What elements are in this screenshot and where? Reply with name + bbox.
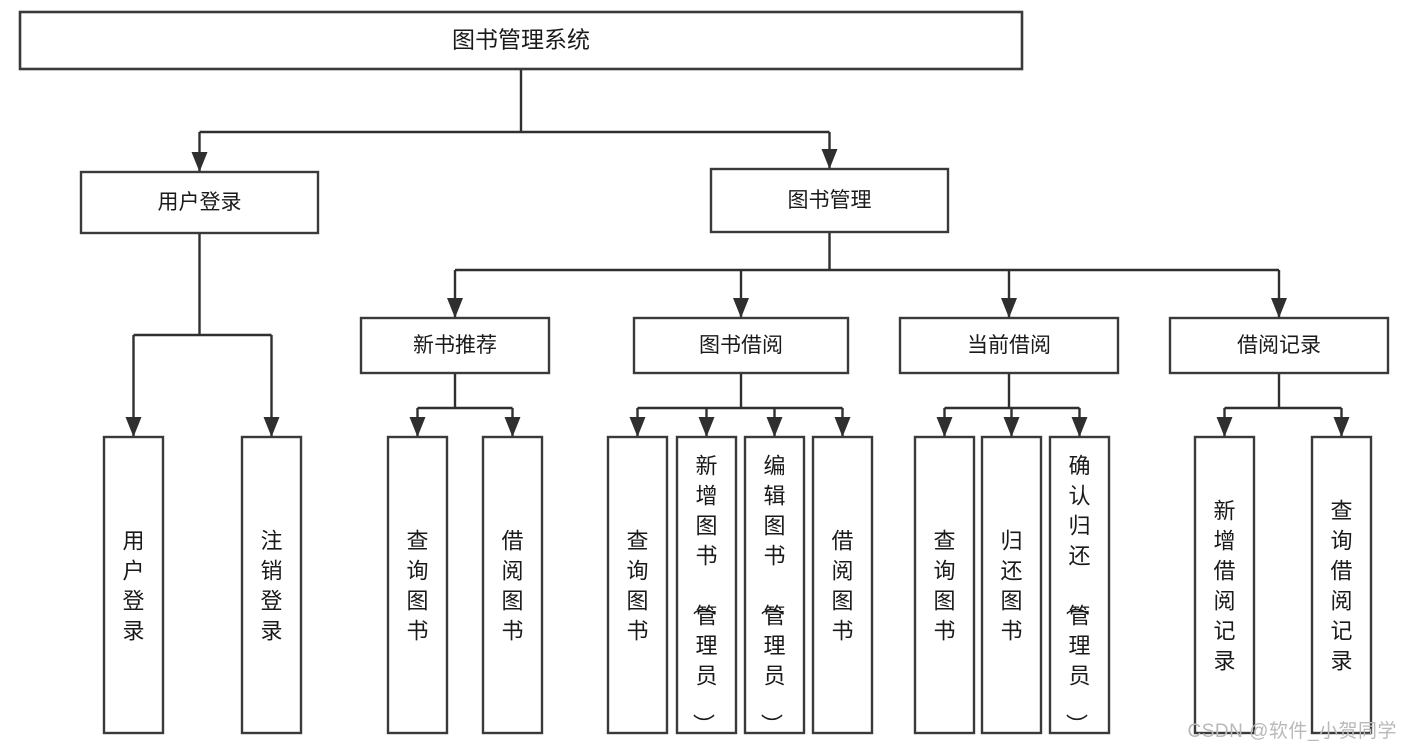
node-new-book-recommend[interactable]: 新书推荐	[359, 316, 551, 375]
node-box	[709, 167, 950, 234]
arrow-head-icon	[629, 417, 646, 437]
leaf-label: 注销登录	[260, 528, 282, 643]
node-book-borrow[interactable]: 图书借阅	[632, 316, 850, 375]
leaf-label: 借阅图书	[501, 528, 523, 643]
node-box	[811, 435, 874, 735]
node-box	[481, 435, 544, 735]
arrow-head-icon	[1003, 417, 1020, 437]
watermark-text: CSDN @软件_小贺同学	[1187, 721, 1397, 742]
node-label: 借阅记录	[1237, 334, 1321, 357]
node-box	[632, 316, 850, 375]
leaf-label: 查询图书	[626, 528, 648, 643]
arrow-head-icon	[1216, 417, 1233, 437]
leaf-label: 查询借阅记录	[1330, 498, 1352, 673]
node-box	[980, 435, 1043, 735]
node-box	[240, 435, 303, 735]
arrow-head-icon	[447, 298, 463, 318]
node-label: 当前借阅	[967, 334, 1051, 357]
node-current-borrow[interactable]: 当前借阅	[898, 316, 1120, 375]
leaf-node-leaf-query-record[interactable]: 查询借阅记录	[1310, 435, 1373, 735]
arrow-head-icon	[125, 417, 142, 437]
arrow-head-icon	[733, 298, 749, 318]
arrow-head-icon	[1071, 417, 1088, 437]
node-label: 图书管理	[788, 189, 872, 212]
arrow-head-icon	[409, 417, 426, 437]
node-box	[18, 10, 1024, 71]
arrow-head-icon	[1333, 417, 1350, 437]
leaf-node-leaf-add-record[interactable]: 新增借阅记录	[1193, 435, 1256, 735]
arrow-head-icon	[263, 417, 280, 437]
arrow-head-icon	[191, 152, 208, 172]
leaf-label: 借阅图书	[831, 528, 853, 643]
arrow-head-icon	[1001, 298, 1017, 318]
node-box	[1310, 435, 1373, 735]
leaf-node-leaf-borrow-book-2[interactable]: 借阅图书	[811, 435, 874, 735]
leaf-label: 新增图书（管理员）	[690, 453, 717, 735]
arrow-head-icon	[821, 149, 838, 169]
node-user-login[interactable]: 用户登录	[79, 170, 320, 235]
leaf-node-leaf-user-login[interactable]: 用户登录	[102, 435, 165, 735]
node-box	[386, 435, 449, 735]
node-box	[79, 170, 320, 235]
leaf-node-leaf-edit-book[interactable]: 编辑图书（管理员）	[743, 435, 806, 735]
node-box	[675, 435, 738, 735]
root-node-root[interactable]: 图书管理系统	[18, 10, 1024, 71]
arrow-head-icon	[504, 417, 521, 437]
node-box	[898, 316, 1120, 375]
node-label: 新书推荐	[413, 334, 497, 357]
node-box	[359, 316, 551, 375]
arrow-head-icon	[936, 417, 953, 437]
leaf-label: 用户登录	[122, 528, 144, 643]
node-box	[743, 435, 806, 735]
node-label: 图书借阅	[699, 334, 783, 357]
node-box	[1168, 316, 1390, 375]
node-label: 用户登录	[158, 191, 242, 214]
leaf-node-leaf-query-book-1[interactable]: 查询图书	[386, 435, 449, 735]
leaf-label: 查询图书	[933, 528, 955, 643]
node-book-manage[interactable]: 图书管理	[709, 167, 950, 234]
leaf-node-leaf-query-book-3[interactable]: 查询图书	[913, 435, 976, 735]
leaf-node-leaf-user-logout[interactable]: 注销登录	[240, 435, 303, 735]
connector-layer	[125, 69, 1350, 437]
node-layer: 图书管理系统用户登录用户登录注销登录图书管理新书推荐查询图书借阅图书图书借阅查询…	[18, 10, 1390, 735]
leaf-label: 确认归还（管理员）	[1063, 453, 1090, 735]
leaf-node-leaf-return-book[interactable]: 归还图书	[980, 435, 1043, 735]
leaf-label: 查询图书	[406, 528, 428, 643]
node-box	[913, 435, 976, 735]
leaf-node-leaf-borrow-book-1[interactable]: 借阅图书	[481, 435, 544, 735]
arrow-head-icon	[766, 417, 783, 437]
node-box	[606, 435, 669, 735]
leaf-label: 编辑图书（管理员）	[758, 453, 785, 735]
leaf-node-leaf-confirm-return[interactable]: 确认归还（管理员）	[1048, 435, 1111, 735]
leaf-label: 新增借阅记录	[1213, 498, 1235, 673]
arrow-head-icon	[698, 417, 715, 437]
node-box	[1193, 435, 1256, 735]
arrow-head-icon	[1271, 298, 1287, 318]
node-borrow-record[interactable]: 借阅记录	[1168, 316, 1390, 375]
arrow-head-icon	[834, 417, 851, 437]
leaf-label: 归还图书	[1000, 528, 1022, 643]
leaf-node-leaf-add-book[interactable]: 新增图书（管理员）	[675, 435, 738, 735]
leaf-node-leaf-query-book-2[interactable]: 查询图书	[606, 435, 669, 735]
node-box	[1048, 435, 1111, 735]
node-box	[102, 435, 165, 735]
node-label: 图书管理系统	[452, 27, 590, 53]
